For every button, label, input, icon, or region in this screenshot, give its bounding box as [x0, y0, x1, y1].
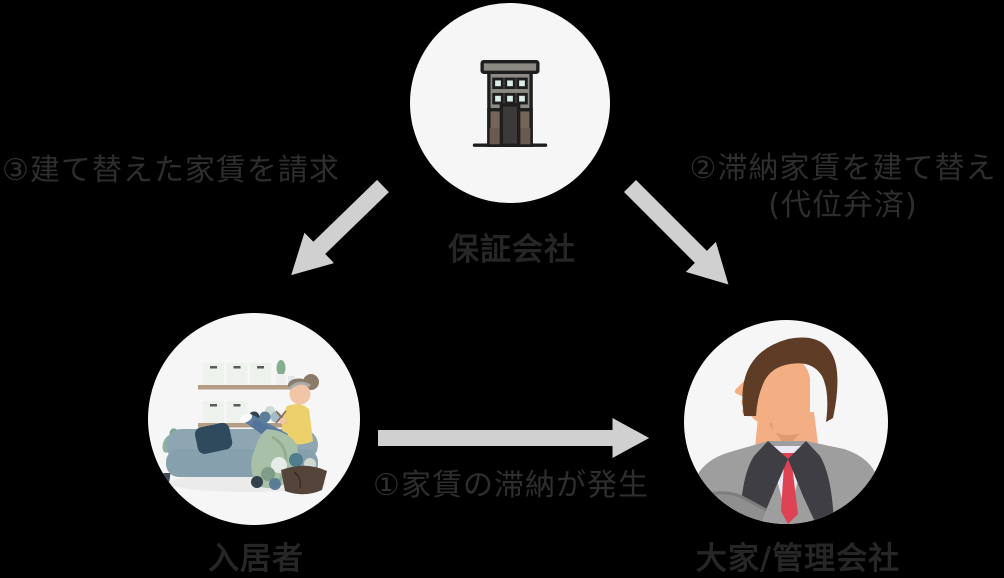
annotation-step2: ②滞納家賃を建て替え (代位弁済)	[682, 150, 1004, 224]
node-guarantor	[410, 3, 610, 203]
annotation-step2-line2: (代位弁済)	[768, 188, 918, 223]
tenant-knitting-illustration	[148, 313, 360, 525]
guarantor-label: 保証会社	[448, 232, 576, 268]
annotation-step1: ①家賃の滞納が発生	[373, 468, 649, 503]
landlord-suit-illustration	[684, 320, 888, 524]
tenant-label: 入居者	[208, 541, 304, 577]
office-building-icon	[472, 60, 548, 147]
annotation-step3: ③建て替えた家賃を請求	[2, 153, 340, 188]
annotation-step2-line1: ②滞納家賃を建て替え	[689, 151, 997, 186]
arrow-step3-guarantor-to-tenant	[291, 179, 389, 276]
landlord-label: 大家/管理会社	[695, 541, 901, 577]
